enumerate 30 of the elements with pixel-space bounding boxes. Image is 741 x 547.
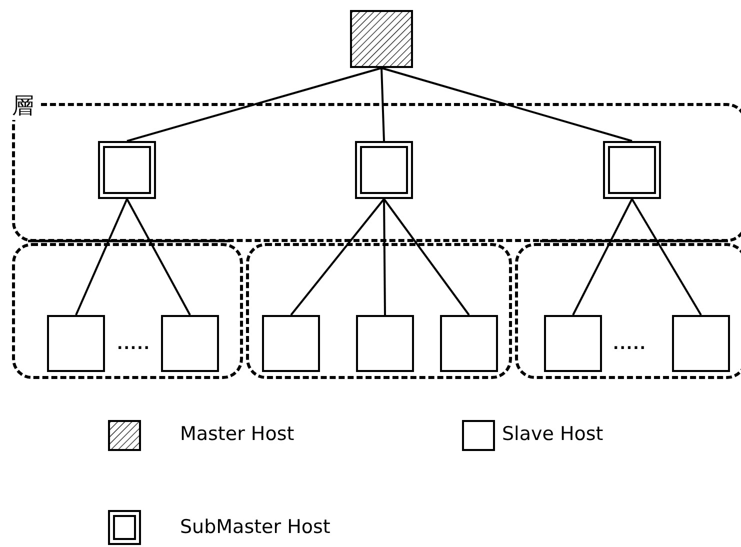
slave-host-box — [672, 315, 730, 372]
group-region — [246, 243, 512, 379]
submaster-host-box — [98, 141, 156, 199]
legend-text: Master Host — [180, 422, 294, 446]
slave-host-box — [262, 315, 320, 372]
group-region — [515, 243, 741, 379]
connector-line — [383, 198, 386, 316]
connector-line — [631, 198, 702, 316]
connector-line — [126, 67, 382, 142]
connector-line — [380, 68, 385, 142]
connector-line — [572, 198, 633, 316]
connector-line — [290, 198, 385, 316]
legend-text: SubMaster Host — [180, 515, 330, 539]
master-host-box — [350, 10, 413, 68]
layer-label: 層 — [12, 94, 40, 120]
slave-host-box — [161, 315, 219, 372]
connector-line — [75, 198, 128, 316]
ellipsis-text: ..... — [613, 336, 646, 352]
slave-host-box — [544, 315, 602, 372]
connector-line — [383, 198, 470, 316]
legend-text: Slave Host — [502, 422, 604, 446]
ellipsis-text: ..... — [117, 336, 150, 352]
connector-line — [126, 198, 191, 316]
connector-line — [381, 67, 632, 142]
submaster-host-box — [603, 141, 661, 199]
group-region — [12, 243, 243, 379]
slave-host-box — [47, 315, 105, 372]
submaster-host-box — [355, 141, 413, 199]
slave-host-box — [440, 315, 498, 372]
slave-host-box — [356, 315, 414, 372]
